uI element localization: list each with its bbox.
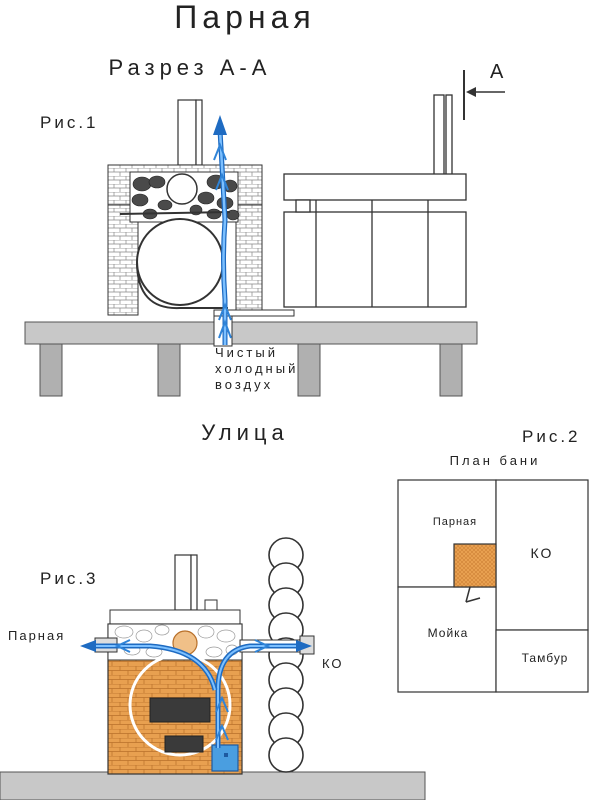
section-marker-label: А bbox=[490, 61, 504, 83]
airflow-arrows-fig3 bbox=[80, 639, 312, 748]
bathhouse-plan bbox=[397, 479, 589, 693]
outside-label: Улица bbox=[201, 420, 288, 445]
page-title: Парная bbox=[174, 0, 315, 35]
stove-section bbox=[107, 99, 295, 347]
log-wall bbox=[268, 537, 304, 773]
airflow-line-1: Чистый bbox=[215, 345, 278, 360]
airflow-line-3: воздух bbox=[215, 377, 273, 392]
heater-stones-fig3 bbox=[114, 624, 239, 658]
airflow-line-2: холодный bbox=[215, 361, 298, 376]
plan-title: План бани bbox=[450, 453, 541, 468]
fig3-label: Рис.3 bbox=[40, 569, 99, 588]
airflow-arrow-fig1 bbox=[213, 115, 232, 345]
bench-shelf bbox=[283, 94, 467, 308]
fig3-right-label: КО bbox=[322, 656, 344, 671]
section-title: Разрез А-А bbox=[109, 55, 272, 80]
floor-slab bbox=[24, 321, 478, 397]
section-marker: А bbox=[463, 61, 505, 120]
room-wash: Мойка bbox=[428, 626, 469, 640]
airflow-caption: Чистый холодный воздух bbox=[215, 345, 298, 392]
fig3-left-label: Парная bbox=[8, 628, 65, 643]
plan-stove bbox=[453, 543, 497, 588]
room-steam: Парная bbox=[433, 516, 477, 528]
room-vestibule: Тамбур bbox=[522, 651, 569, 665]
room-rest: КО bbox=[531, 545, 554, 561]
fig1-label: Рис.1 bbox=[40, 113, 99, 132]
fig2-label: Рис.2 bbox=[522, 427, 581, 446]
ground-fig3 bbox=[0, 771, 426, 800]
